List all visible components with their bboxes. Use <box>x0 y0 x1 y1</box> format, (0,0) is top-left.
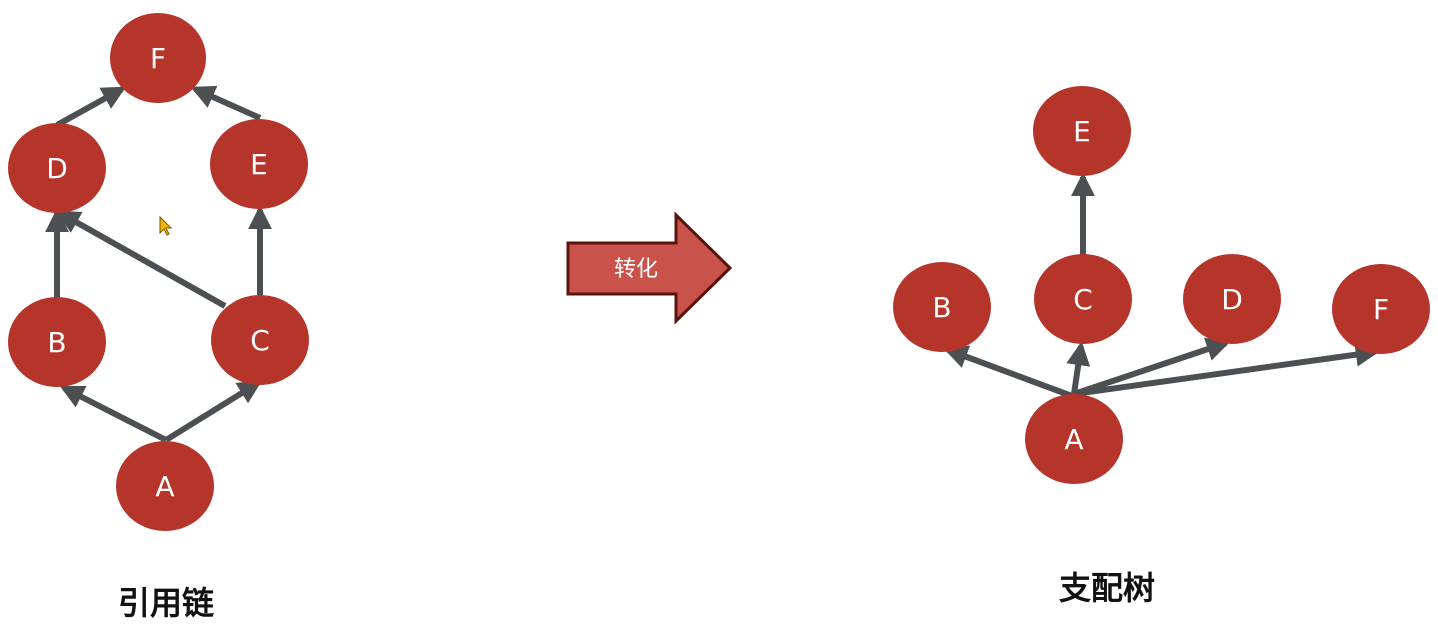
node-f: F <box>110 13 206 103</box>
edge-a-c <box>164 380 263 443</box>
tree-node-b: B <box>893 262 991 352</box>
node-f-label: F <box>150 42 166 75</box>
edge-e-f <box>190 85 262 121</box>
tree-node-a-label: A <box>1064 423 1083 456</box>
edge-a-f-tree <box>1073 342 1380 397</box>
tree-node-f: F <box>1332 264 1430 354</box>
reference-chain-diagram: F D E B C A 引用链 <box>8 13 309 622</box>
node-c-label: C <box>250 324 270 357</box>
node-e-label: E <box>250 148 268 181</box>
reference-chain-caption: 引用链 <box>118 584 214 622</box>
mouse-cursor-icon <box>159 215 173 236</box>
node-a-label: A <box>155 470 174 503</box>
tree-node-e-label: E <box>1073 115 1091 148</box>
node-b: B <box>8 297 106 387</box>
tree-node-e: E <box>1033 86 1131 176</box>
node-a: A <box>116 441 214 531</box>
tree-node-c-label: C <box>1073 283 1093 316</box>
dominator-tree-caption: 支配树 <box>1059 569 1155 607</box>
node-c: C <box>211 295 309 385</box>
edge-a-c-tree <box>1066 341 1091 395</box>
edge-c-d <box>55 210 227 309</box>
transform-arrow-label: 转化 <box>614 257 658 282</box>
tree-node-d: D <box>1183 254 1281 344</box>
tree-node-f-label: F <box>1373 293 1389 326</box>
edge-a-d-tree <box>1073 337 1231 397</box>
node-d-label: D <box>46 152 68 185</box>
tree-node-a: A <box>1025 394 1123 484</box>
node-e: E <box>210 119 308 209</box>
node-d: D <box>8 123 106 213</box>
transform-arrow: 转化 <box>566 211 733 325</box>
edge-d-f <box>55 86 127 128</box>
node-b-label: B <box>47 326 66 359</box>
tree-node-c: C <box>1034 254 1132 344</box>
tree-node-b-label: B <box>932 291 951 324</box>
edge-a-b-tree <box>943 345 1074 399</box>
dominator-tree-diagram: E B C D F A 支配树 <box>893 86 1430 607</box>
edge-a-b <box>59 385 168 443</box>
tree-node-d-label: D <box>1221 283 1243 316</box>
